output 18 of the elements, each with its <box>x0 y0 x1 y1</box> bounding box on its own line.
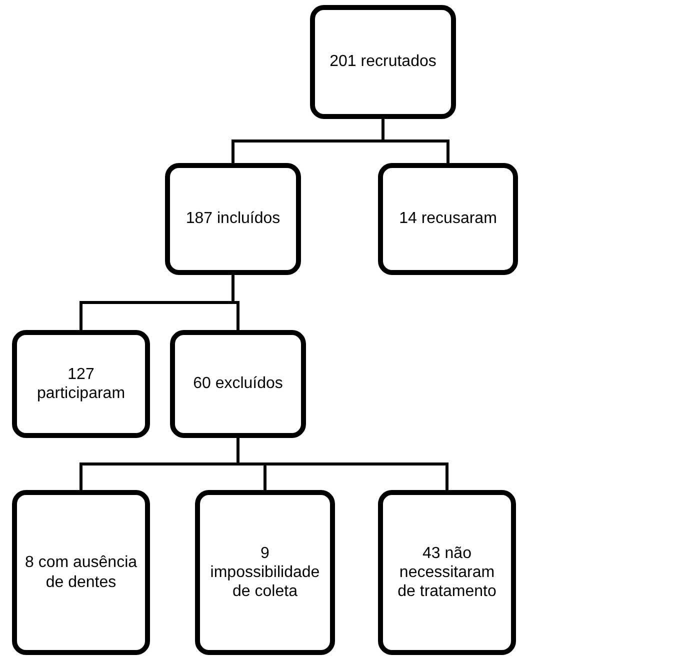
process-box <box>165 163 301 275</box>
process-box <box>12 490 150 655</box>
box-label: 201 recrutados <box>330 52 436 72</box>
process-box <box>170 330 306 438</box>
box-label: 8 com ausência de dentes <box>24 553 138 592</box>
connector-line <box>382 119 450 163</box>
box-label: 187 incluídos <box>186 209 280 229</box>
box-label: 14 recusaram <box>399 209 497 229</box>
box-label: 127 participaram <box>36 364 126 404</box>
box-label: 9 impossibilidade de coleta <box>209 544 321 602</box>
process-box <box>12 330 150 438</box>
box-label: 60 excluídos <box>193 374 283 394</box>
process-box <box>195 490 335 655</box>
process-box <box>378 490 516 655</box>
box-label: 43 não necessitaram de tratamento <box>396 544 498 602</box>
process-box <box>310 5 456 119</box>
connector-line <box>232 275 240 330</box>
process-box <box>378 163 518 275</box>
